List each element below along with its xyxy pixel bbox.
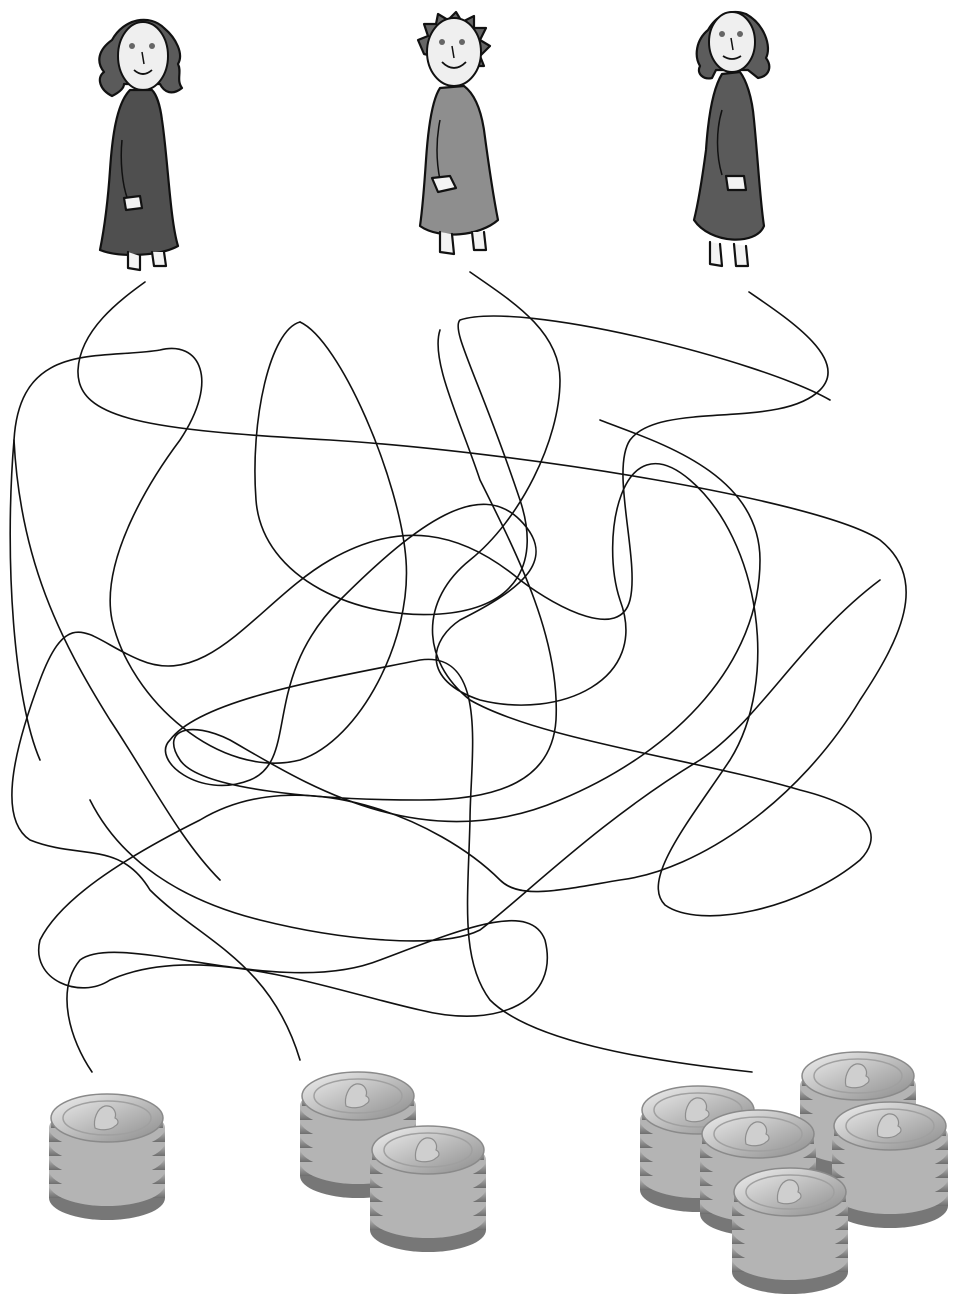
coin-pile-3[interactable]: [640, 1052, 948, 1294]
maze-path-b[interactable]: [165, 272, 871, 1072]
person-3-figure[interactable]: [694, 12, 769, 266]
maze-loop-5[interactable]: [14, 440, 220, 880]
coin-stack: [832, 1102, 948, 1228]
coin-stack: [370, 1126, 486, 1252]
maze-loop-2[interactable]: [10, 322, 406, 763]
maze-path-a[interactable]: [39, 282, 906, 1072]
tangle-lines: [10, 272, 906, 1072]
coin-pile-1[interactable]: [49, 1094, 165, 1220]
coin-stack: [732, 1168, 848, 1294]
maze-loop-4[interactable]: [90, 580, 880, 941]
maze-loop-3[interactable]: [174, 330, 760, 822]
person-1-figure[interactable]: [99, 20, 182, 270]
coin-stack: [49, 1094, 165, 1220]
coin-pile-2[interactable]: [300, 1072, 486, 1252]
person-2-figure[interactable]: [418, 12, 498, 254]
maze-loop-1[interactable]: [255, 316, 830, 615]
